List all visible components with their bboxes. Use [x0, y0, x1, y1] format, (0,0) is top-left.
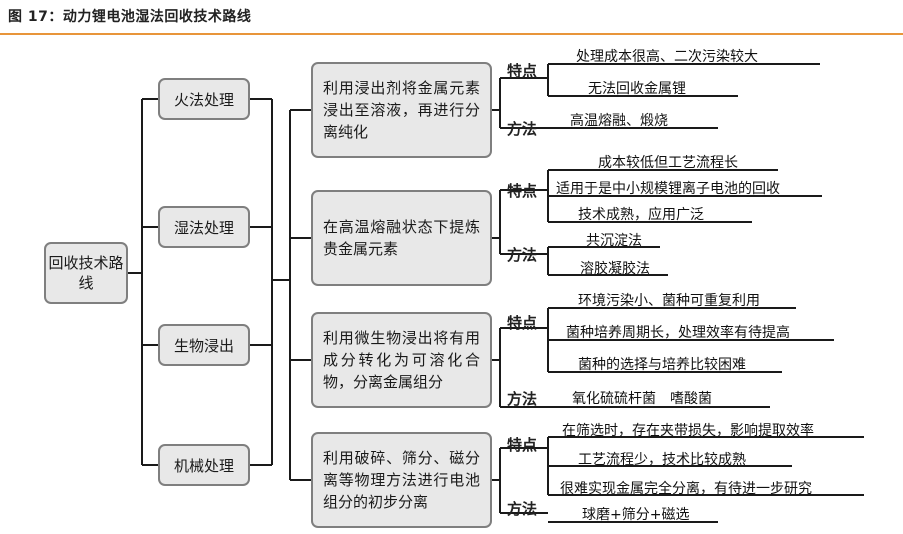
- feature-label: 特点: [507, 436, 538, 454]
- figure-title: 图 17：动力锂电池湿法回收技术路线: [8, 9, 252, 25]
- method-label: 方法: [507, 120, 538, 138]
- feature-label: 特点: [507, 62, 538, 80]
- method-label: 方法: [507, 500, 538, 518]
- leaf-item: 在筛选时，存在夹带损失，影响提取效率: [562, 423, 814, 439]
- description-box-2: 在高温熔融状态下提炼贵金属元素: [311, 190, 492, 286]
- leaf-item: 环境污染小、菌种可重复利用: [578, 293, 760, 309]
- method-label: 方法: [507, 390, 538, 408]
- leaf-item: 很难实现金属完全分离，有待进一步研究: [560, 481, 812, 497]
- leaf-item: 氧化硫硫杆菌 嗜酸菌: [572, 391, 712, 407]
- method-label: 方法: [507, 246, 538, 264]
- leaf-item: 高温熔融、煅烧: [570, 113, 668, 129]
- description-box-3: 利用微生物浸出将有用成分转化为可溶化合物，分离金属组分: [311, 312, 492, 408]
- root-node: 回收技术路线: [44, 242, 128, 304]
- leaf-item: 技术成熟，应用广泛: [578, 207, 704, 223]
- leaf-item: 无法回收金属锂: [588, 81, 686, 97]
- leaf-item: 菌种培养周期长，处理效率有待提高: [566, 325, 790, 341]
- leaf-item: 处理成本很高、二次污染较大: [576, 49, 758, 65]
- category-pyrometallurgy: 火法处理: [158, 78, 250, 120]
- category-mechanical: 机械处理: [158, 444, 250, 486]
- category-bioleaching: 生物浸出: [158, 324, 250, 366]
- feature-label: 特点: [507, 314, 538, 332]
- leaf-item: 适用于是中小规模锂离子电池的回收: [556, 181, 780, 197]
- leaf-item: 球磨+筛分+磁选: [582, 507, 690, 523]
- leaf-item: 共沉淀法: [586, 233, 642, 249]
- feature-label: 特点: [507, 182, 538, 200]
- leaf-item: 成本较低但工艺流程长: [598, 155, 738, 171]
- description-box-1: 利用浸出剂将金属元素浸出至溶液，再进行分离纯化: [311, 62, 492, 158]
- leaf-item: 工艺流程少，技术比较成熟: [578, 452, 746, 468]
- leaf-item: 溶胶凝胶法: [580, 261, 650, 277]
- title-divider: [0, 33, 903, 35]
- leaf-item: 菌种的选择与培养比较困难: [578, 357, 746, 373]
- category-hydrometallurgy: 湿法处理: [158, 206, 250, 248]
- description-box-4: 利用破碎、筛分、磁分离等物理方法进行电池组分的初步分离: [311, 432, 492, 528]
